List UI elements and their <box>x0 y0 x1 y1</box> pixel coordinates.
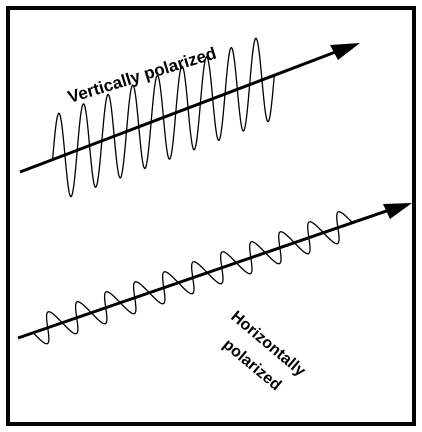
vertical-wave-group: Vertically polarized <box>20 38 360 196</box>
horizontal-wave-axis <box>18 207 398 338</box>
vertical-label: Vertically polarized <box>66 44 219 107</box>
horizontal-arrowhead <box>383 203 412 219</box>
diagram-border <box>8 8 414 424</box>
vertical-arrowhead <box>330 43 360 60</box>
horizontal-wave-group: Horizontally polarized <box>18 203 412 394</box>
